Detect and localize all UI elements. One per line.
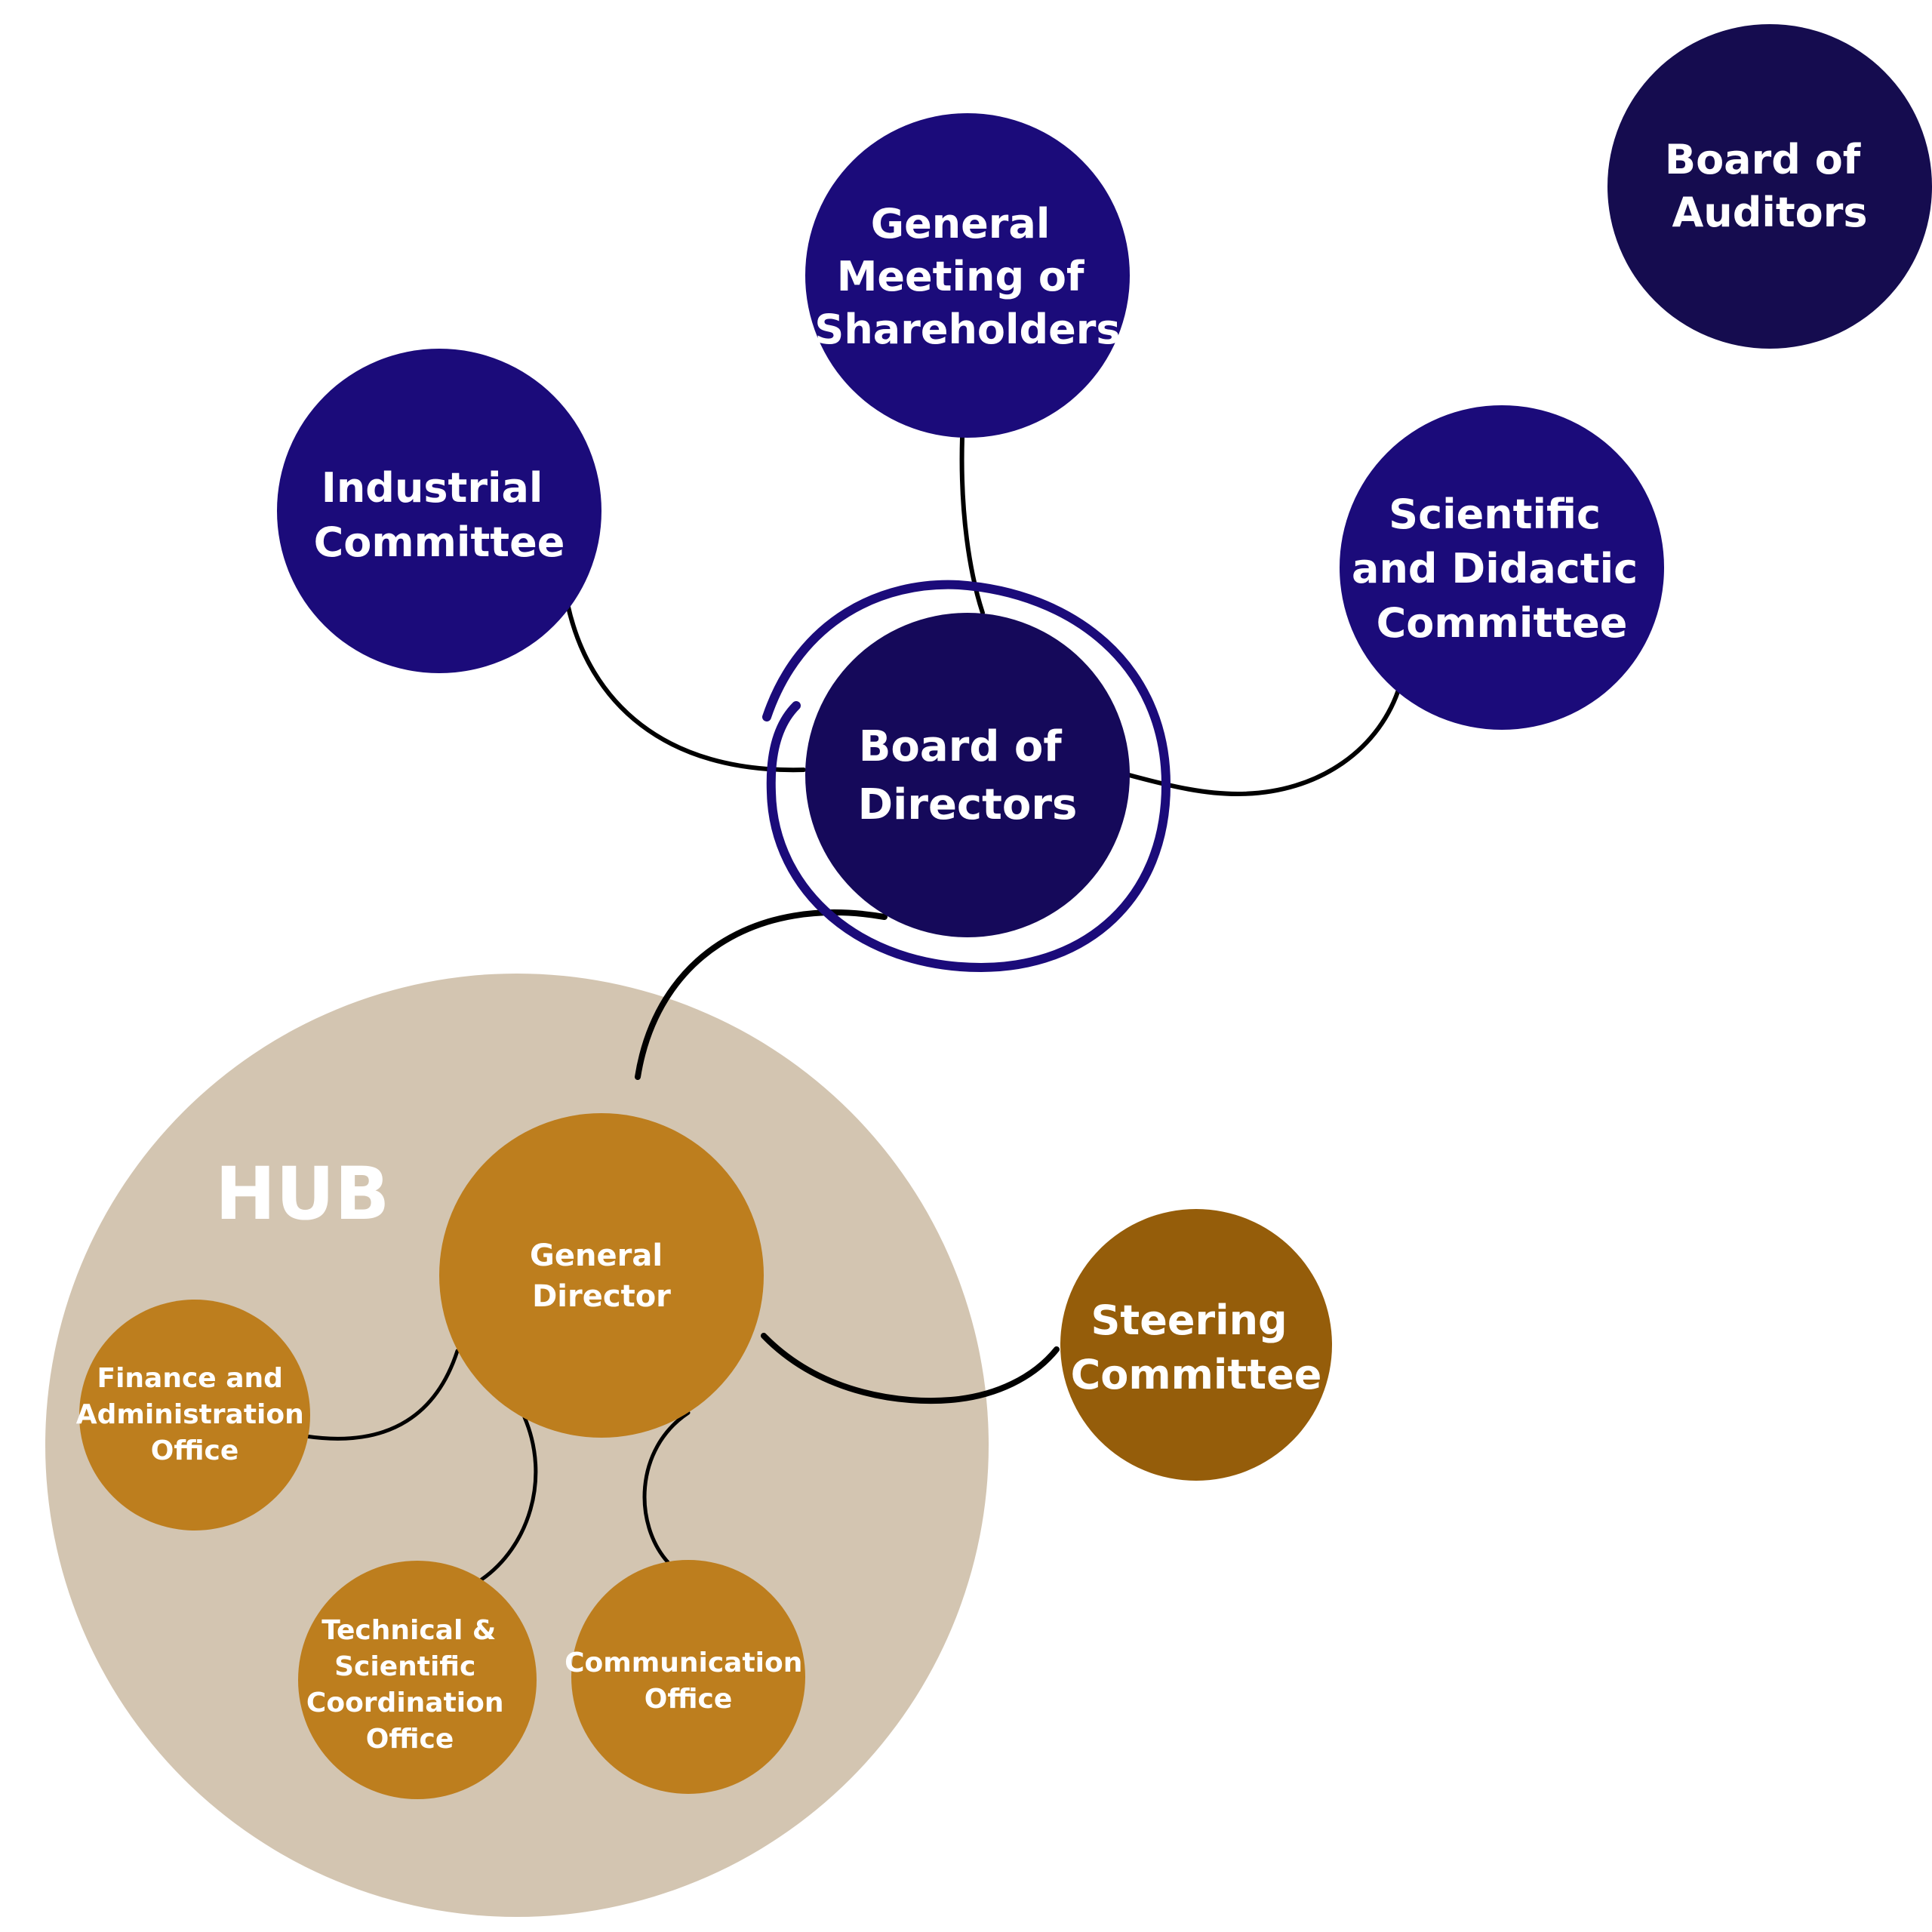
node-industrial-committee: Industrial Committee [277, 349, 601, 673]
connector-director-to-finance [303, 1349, 460, 1441]
node-label: Meeting of [837, 253, 1084, 300]
connector-board-to-scientific [1113, 683, 1402, 797]
node-label: Communication [565, 1647, 802, 1678]
node-label: Office [645, 1684, 733, 1715]
node-label: Auditors [1672, 189, 1867, 236]
svg-text:Finance and Administrati: Finance and Administration Office [76, 1363, 314, 1466]
node-label: Committee [314, 518, 565, 566]
svg-text:Board of Directors: Board of Directors [858, 722, 1078, 829]
connector-shareholders-to-board [959, 435, 985, 615]
node-label: Scientific [1389, 491, 1601, 538]
node-board-of-auditors: Board of Auditors [1607, 24, 1932, 349]
node-label: Industrial [321, 464, 543, 512]
svg-text:Industrial Committee: Industrial Committee [314, 464, 565, 566]
hub-label: HUB [215, 1152, 389, 1236]
node-board-of-directors: Board of Directors [805, 613, 1130, 937]
node-communication-office: Communication Office [565, 1560, 812, 1794]
svg-text:Board of Auditors: Board of Auditors [1665, 136, 1875, 236]
node-label: Technical & [321, 1615, 496, 1646]
node-label: Office [151, 1435, 239, 1466]
node-label: Finance and [97, 1363, 282, 1394]
node-label: Steering [1091, 1297, 1287, 1344]
node-label: General [871, 200, 1051, 248]
board-ring [762, 580, 1171, 973]
connector-director-to-steering [761, 1333, 1060, 1404]
svg-text:Communication Office: Communication Office [565, 1647, 812, 1715]
node-label: and Didactic [1352, 545, 1638, 592]
node-label: Office [366, 1724, 454, 1755]
node-label: Board of [1665, 136, 1861, 183]
svg-text:Technical & Scientific: Technical & Scientific Coordination Offi… [306, 1615, 513, 1755]
svg-text:General Meeting of: General Meeting of Shareholders [814, 200, 1120, 353]
node-steering-committee: Steering Committee [1060, 1209, 1332, 1481]
node-label: Scientific [334, 1651, 475, 1682]
node-scientific-committee: Scientific and Didactic Committee [1340, 405, 1664, 730]
node-label: Board of [859, 722, 1063, 771]
node-label: Coordination [306, 1687, 504, 1718]
node-label: Director [532, 1279, 671, 1314]
connector-director-to-communication [642, 1411, 691, 1564]
svg-text:General Director: General Director [530, 1238, 673, 1314]
connector-director-to-technical [479, 1415, 538, 1582]
node-general-director: General Director [439, 1113, 764, 1438]
svg-text:Steering Committee: Steering Committee [1071, 1297, 1322, 1398]
node-label: General [530, 1238, 663, 1273]
node-label: Committee [1071, 1351, 1322, 1398]
node-label: Shareholders [814, 306, 1120, 353]
connector-industrial-to-board [565, 601, 806, 773]
node-finance-office: Finance and Administration Office [76, 1300, 314, 1531]
node-technical-office: Technical & Scientific Coordination Offi… [298, 1561, 537, 1799]
node-label: Directors [858, 780, 1078, 829]
node-general-meeting: General Meeting of Shareholders [805, 113, 1130, 438]
svg-text:Scientific and Didactic: Scientific and Didactic Committee [1352, 491, 1652, 647]
node-label: Administration [76, 1399, 304, 1430]
node-label: Committee [1377, 599, 1628, 647]
